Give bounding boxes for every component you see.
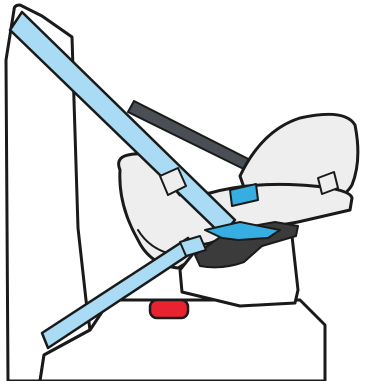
level-indicator — [150, 300, 188, 318]
